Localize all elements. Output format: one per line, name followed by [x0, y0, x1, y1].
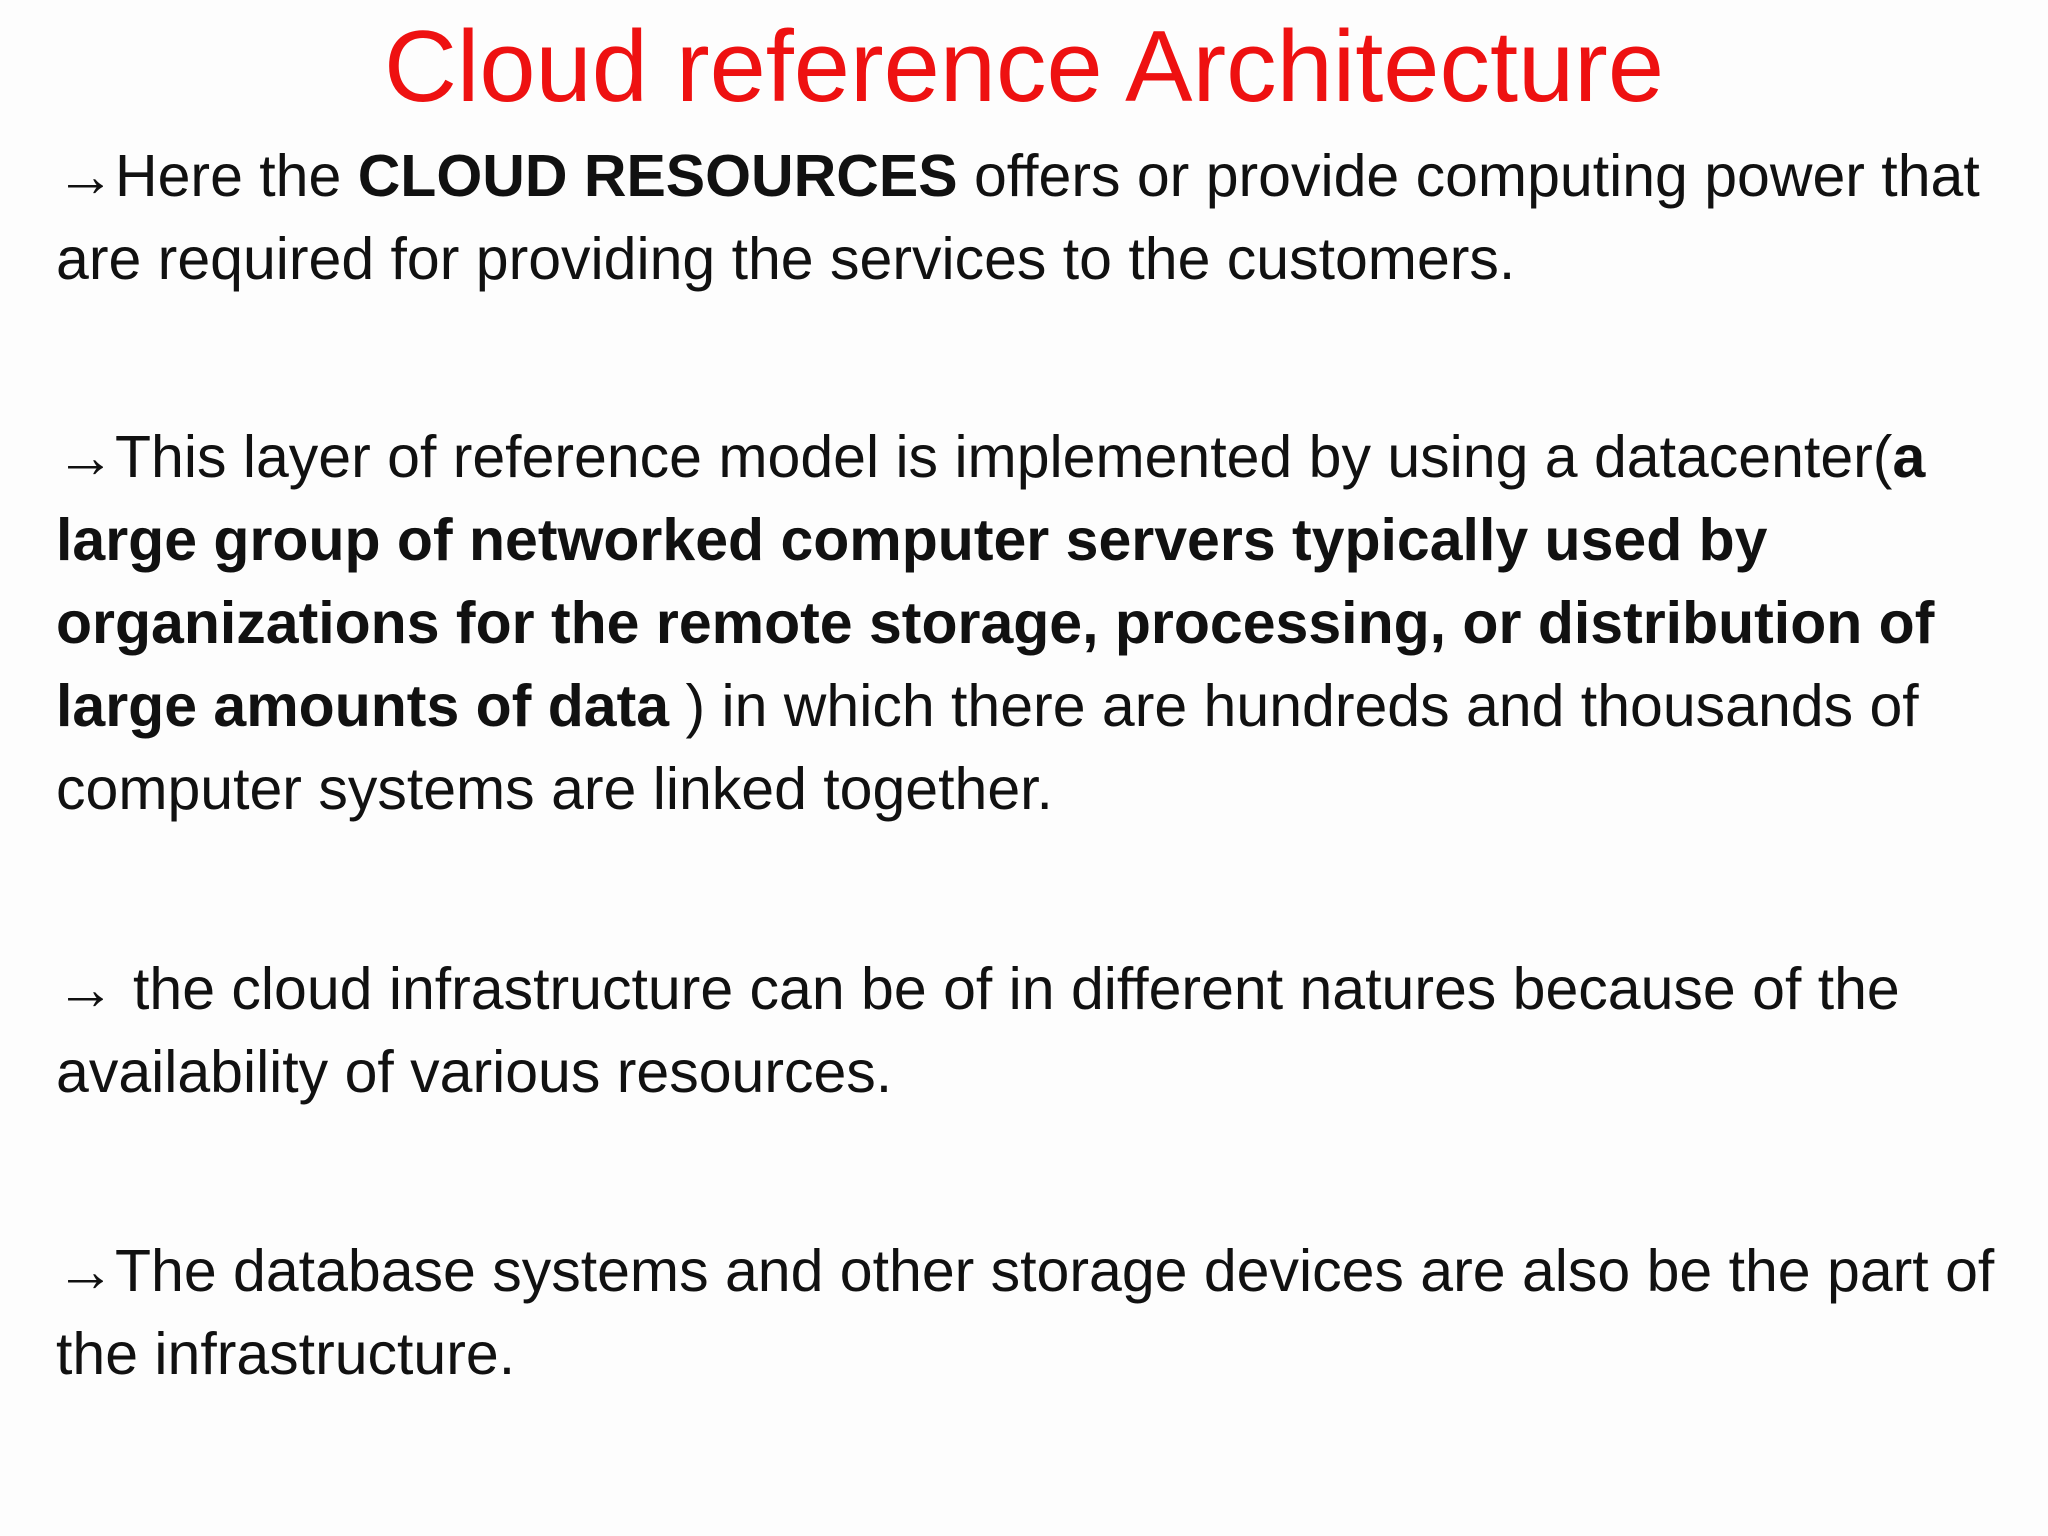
arrow-icon: →	[56, 143, 115, 209]
paragraph-bold-text: CLOUD RESOURCES	[357, 143, 958, 209]
slide-title: Cloud reference Architecture	[383, 11, 1664, 123]
paragraph-text: the cloud infrastructure can be of in di…	[56, 956, 1900, 1105]
bullet-paragraph-infrastructure-natures: →the cloud infrastructure can be of in d…	[56, 948, 2016, 1114]
paragraph-text: offers or provide computing power that a…	[56, 143, 1980, 292]
paragraph-text: ) in which there are hundreds and thousa…	[56, 673, 1919, 822]
paragraph-text: This layer of reference model is impleme…	[115, 424, 1893, 490]
arrow-icon: →	[56, 424, 115, 490]
arrow-icon: →	[56, 1238, 115, 1304]
arrow-icon: →	[56, 956, 115, 1022]
bullet-paragraph-datacenter: →This layer of reference model is implem…	[56, 416, 2016, 831]
bullet-paragraph-cloud-resources: →Here the CLOUD RESOURCES offers or prov…	[56, 135, 2016, 301]
paragraph-text: Here the	[115, 143, 358, 209]
paragraph-text: The database systems and other storage d…	[56, 1238, 1995, 1387]
bullet-paragraph-database-systems: →The database systems and other storage …	[56, 1230, 2016, 1396]
paragraph-bold-text: a large group of networked computer serv…	[56, 424, 1935, 739]
